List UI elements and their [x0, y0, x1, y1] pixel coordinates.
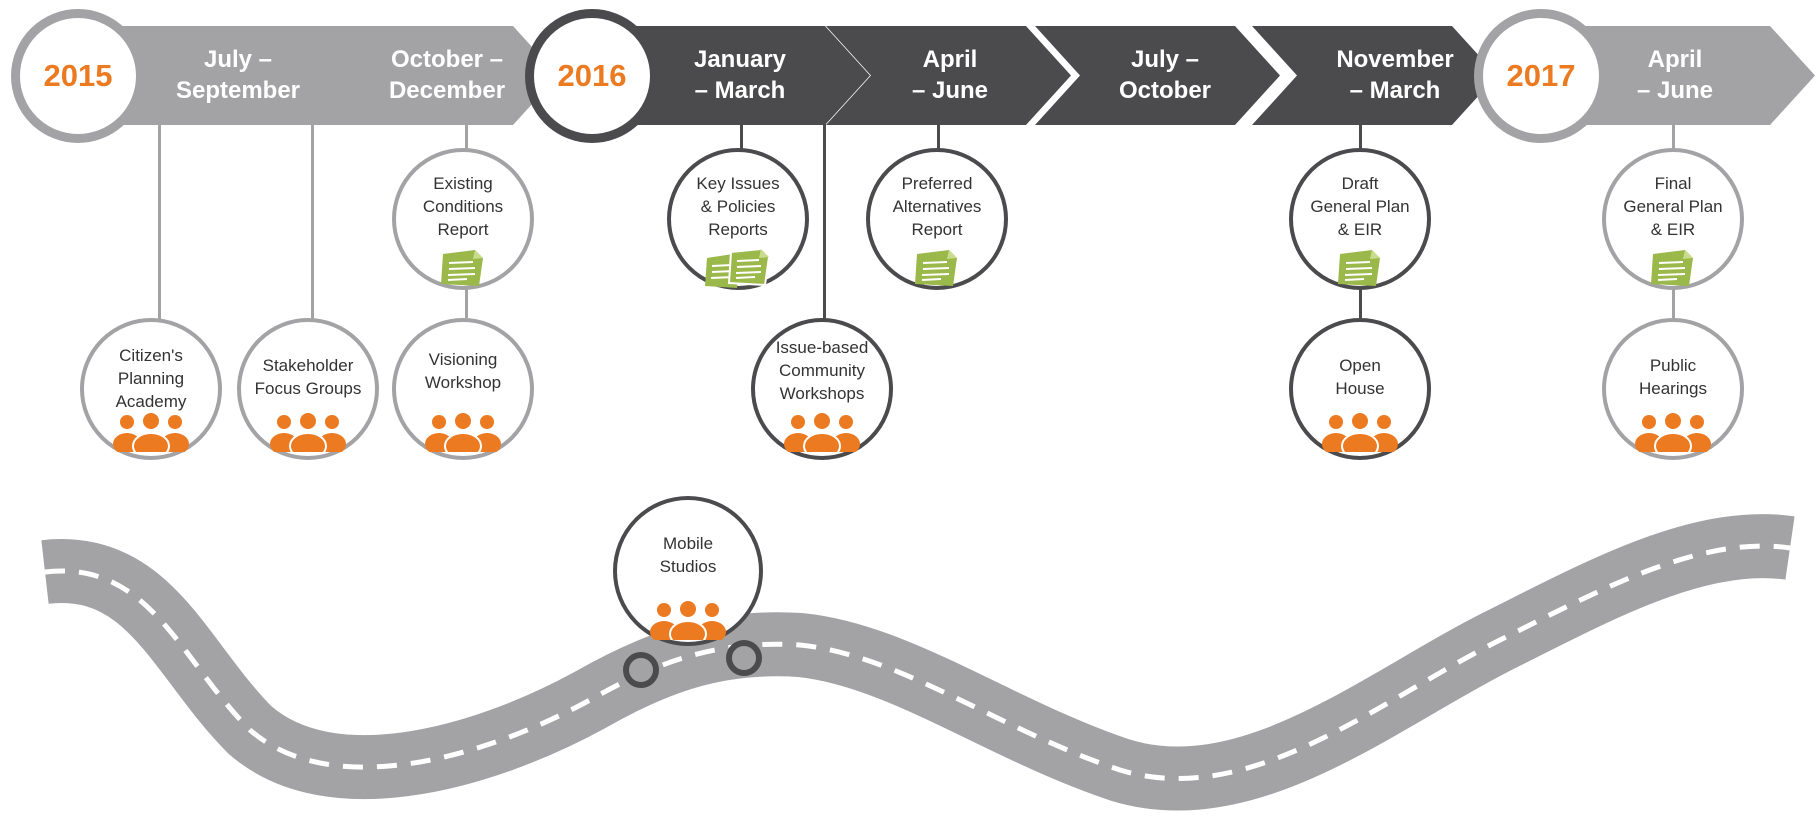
- year-circle-2015: 2015: [11, 9, 145, 143]
- year-circle-2016: 2016: [525, 9, 659, 143]
- people-icon: [270, 411, 346, 452]
- people-icon: [1635, 411, 1711, 452]
- connector-line: [311, 124, 314, 319]
- document-icon: [1338, 250, 1380, 286]
- connector-line: [740, 124, 743, 158]
- milestone-mobile-studios: Mobile Studios: [613, 496, 763, 646]
- chevron-p3: [625, 26, 870, 125]
- wheel-icon: [726, 640, 762, 676]
- road-surface: [41, 514, 1795, 811]
- milestone-issue-based-community-workshops: Issue-based Community Workshops: [751, 318, 893, 460]
- document-icon: [441, 250, 483, 286]
- milestone-citizens-planning-academy: Citizen's Planning Academy: [80, 318, 222, 460]
- milestone-stakeholder-focus-groups: Stakeholder Focus Groups: [237, 318, 379, 460]
- connector-line: [158, 124, 161, 319]
- milestone-existing-conditions-report: Existing Conditions Report: [392, 148, 534, 290]
- milestone-final-general-plan-eir: Final General Plan & EIR: [1602, 148, 1744, 290]
- documents-icon: [705, 248, 771, 288]
- chevron-p5: [1035, 26, 1280, 125]
- road-center-line: [44, 543, 1791, 782]
- year-circle-2017: 2017: [1474, 9, 1608, 143]
- connector-line: [465, 124, 468, 158]
- people-icon: [113, 411, 189, 452]
- wheel-icon: [623, 652, 659, 688]
- document-icon: [1651, 250, 1693, 286]
- period-label: April – June: [1636, 46, 1714, 104]
- period-label: January – March: [693, 46, 787, 104]
- chevron-p2: [313, 26, 558, 125]
- milestone-label: Citizen's Planning Academy: [115, 346, 187, 411]
- milestone-label: Visioning Workshop: [424, 350, 502, 392]
- milestone-key-issues-policies-reports: Key Issues & Policies Reports: [667, 148, 809, 290]
- chevron-p1: [115, 26, 360, 125]
- milestone-label: Existing Conditions Report: [422, 174, 504, 239]
- milestone-draft-general-plan-eir: Draft General Plan & EIR: [1289, 148, 1431, 290]
- connector-line: [1359, 288, 1362, 318]
- milestone-visioning-workshop: Visioning Workshop: [392, 318, 534, 460]
- milestone-label: Issue-based Community Workshops: [775, 338, 869, 403]
- milestone-label: Mobile Studios: [659, 534, 717, 576]
- people-icon: [1322, 411, 1398, 452]
- period-label: April – June: [911, 46, 989, 104]
- milestone-label: Preferred Alternatives Report: [892, 174, 982, 239]
- chevron-p6: [1252, 26, 1497, 125]
- people-icon: [425, 411, 501, 452]
- document-icon: [915, 250, 957, 286]
- connector-line: [1359, 124, 1362, 158]
- milestone-label: Public Hearings: [1638, 356, 1708, 398]
- vehicle-wheels: [623, 640, 762, 688]
- people-icon: [650, 599, 726, 640]
- connector-line: [937, 124, 940, 158]
- milestone-public-hearings: Public Hearings: [1602, 318, 1744, 460]
- people-icon: [784, 411, 860, 452]
- chevron-p4: [826, 26, 1071, 125]
- milestone-preferred-alternatives-report: Preferred Alternatives Report: [866, 148, 1008, 290]
- milestone-label: Stakeholder Focus Groups: [254, 356, 362, 398]
- period-label: October – December: [388, 46, 506, 104]
- connector-line: [1672, 288, 1675, 318]
- connector-line: [823, 124, 826, 319]
- connector-line: [1672, 124, 1675, 158]
- milestone-open-house: Open House: [1289, 318, 1431, 460]
- period-label: July – September: [175, 46, 301, 104]
- period-label: November – March: [1336, 46, 1454, 104]
- chevron-p7: [1570, 26, 1815, 125]
- milestone-label: Open House: [1335, 356, 1385, 398]
- period-label: July – October: [1118, 46, 1211, 104]
- milestone-label: Final General Plan & EIR: [1623, 174, 1723, 239]
- milestone-label: Key Issues & Policies Reports: [696, 174, 780, 239]
- milestone-label: Draft General Plan & EIR: [1310, 174, 1410, 239]
- connector-line: [465, 288, 468, 318]
